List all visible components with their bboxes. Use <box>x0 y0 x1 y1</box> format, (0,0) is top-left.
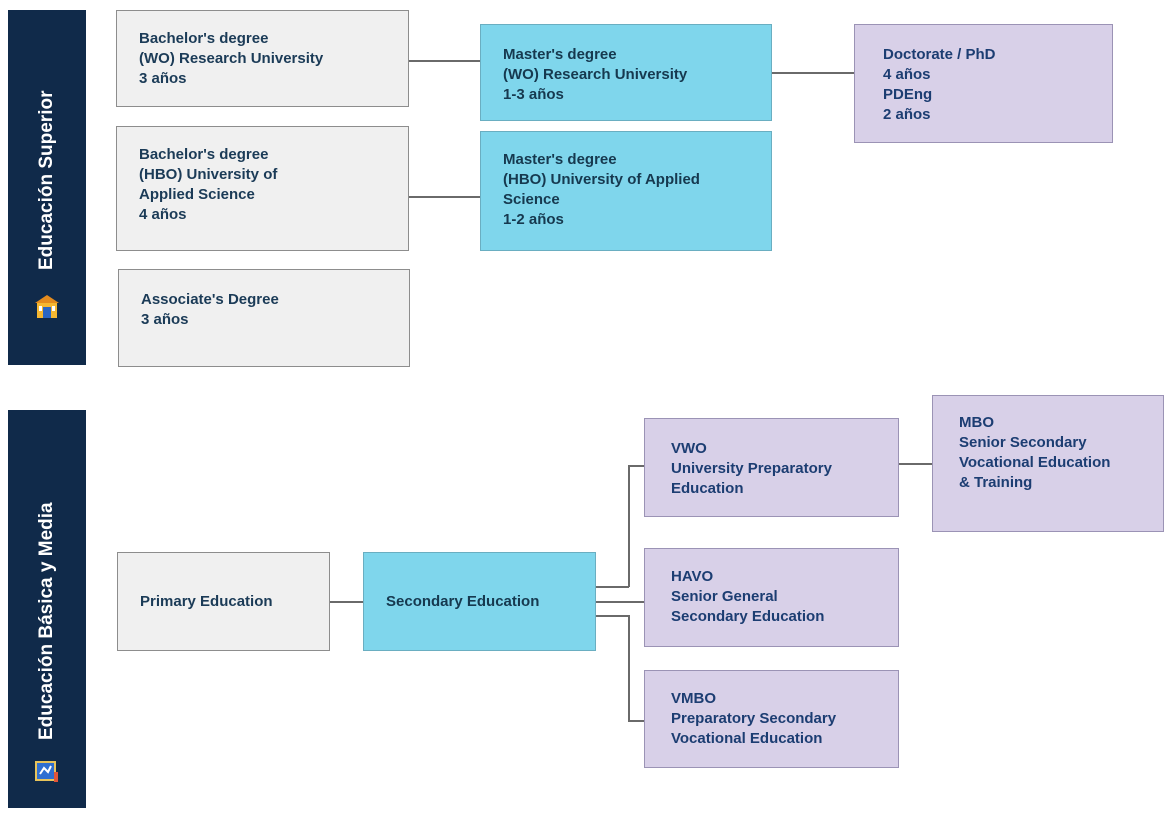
connector-line <box>628 465 630 587</box>
secondary-education-label: Secondary Education <box>386 592 540 610</box>
vwo-title: VWO <box>671 440 707 457</box>
primary-education-box: Primary Education <box>117 552 330 651</box>
university-building-icon <box>35 295 59 318</box>
mbo-title: MBO <box>959 414 994 431</box>
section-band-superior: Educación Superior <box>8 10 86 365</box>
connector-line <box>596 615 629 617</box>
pdeng-title: PDEng <box>883 86 933 103</box>
connector-line <box>628 720 644 722</box>
master-wo-duration: 1-3 años <box>503 86 564 103</box>
pdeng-duration: 2 años <box>883 106 931 123</box>
master-hbo-duration: 1-2 años <box>503 211 564 228</box>
connector-line <box>409 60 480 62</box>
connector-line <box>628 465 644 467</box>
connector-line <box>409 196 480 198</box>
connector-line <box>772 72 854 74</box>
associate-title: Associate's Degree <box>141 291 279 308</box>
master-hbo-institution: (HBO) University of Applied <box>503 171 700 188</box>
mbo-description-cont2: & Training <box>959 474 1033 491</box>
secondary-education-box: Secondary Education <box>363 552 596 651</box>
havo-description-cont: Secondary Education <box>671 608 825 625</box>
connector-line <box>899 463 932 465</box>
bachelor-wo-box: Bachelor's degree (WO) Research Universi… <box>116 10 409 107</box>
bachelor-hbo-box: Bachelor's degree (HBO) University of Ap… <box>116 126 409 251</box>
master-wo-box: Master's degree (WO) Research University… <box>480 24 772 121</box>
havo-description: Senior General <box>671 588 778 605</box>
connector-line <box>596 601 645 603</box>
vmbo-box: VMBO Preparatory Secondary Vocational Ed… <box>644 670 899 768</box>
master-hbo-institution-cont: Science <box>503 191 560 208</box>
mbo-description-cont: Vocational Education <box>959 454 1111 471</box>
doctorate-title: Doctorate / PhD <box>883 46 996 63</box>
primary-education-label: Primary Education <box>140 592 273 610</box>
master-wo-title: Master's degree <box>503 46 617 63</box>
vwo-description: University Preparatory <box>671 460 832 477</box>
havo-title: HAVO <box>671 568 714 585</box>
vmbo-description-cont: Vocational Education <box>671 730 823 747</box>
bachelor-wo-title: Bachelor's degree <box>139 30 269 47</box>
vwo-box: VWO University Preparatory Education <box>644 418 899 517</box>
bachelor-wo-institution: (WO) Research University <box>139 50 324 67</box>
connector-line <box>628 615 630 721</box>
connector-line <box>596 586 629 588</box>
associate-duration: 3 años <box>141 311 189 328</box>
connector-line <box>330 601 363 603</box>
doctorate-duration: 4 años <box>883 66 931 83</box>
bachelor-hbo-institution-cont: Applied Science <box>139 186 255 203</box>
master-hbo-box: Master's degree (HBO) University of Appl… <box>480 131 772 251</box>
section-band-basica: Educación Básica y Media <box>8 410 86 808</box>
mbo-description: Senior Secondary <box>959 434 1087 451</box>
vmbo-title: VMBO <box>671 690 716 707</box>
section-title-superior: Educación Superior <box>36 90 57 270</box>
vmbo-description: Preparatory Secondary <box>671 710 837 727</box>
bachelor-hbo-title: Bachelor's degree <box>139 146 269 163</box>
master-wo-institution: (WO) Research University <box>503 66 688 83</box>
doctorate-box: Doctorate / PhD 4 años PDEng 2 años <box>854 24 1113 143</box>
mbo-box: MBO Senior Secondary Vocational Educatio… <box>932 395 1164 532</box>
bachelor-hbo-institution: (HBO) University of <box>139 166 278 183</box>
bachelor-hbo-duration: 4 años <box>139 206 187 223</box>
havo-box: HAVO Senior General Secondary Education <box>644 548 899 647</box>
master-hbo-title: Master's degree <box>503 151 617 168</box>
section-title-basica: Educación Básica y Media <box>36 502 57 740</box>
school-board-icon <box>35 761 58 782</box>
bachelor-wo-duration: 3 años <box>139 70 187 87</box>
vwo-description-cont: Education <box>671 480 744 497</box>
associate-box: Associate's Degree 3 años <box>118 269 410 367</box>
